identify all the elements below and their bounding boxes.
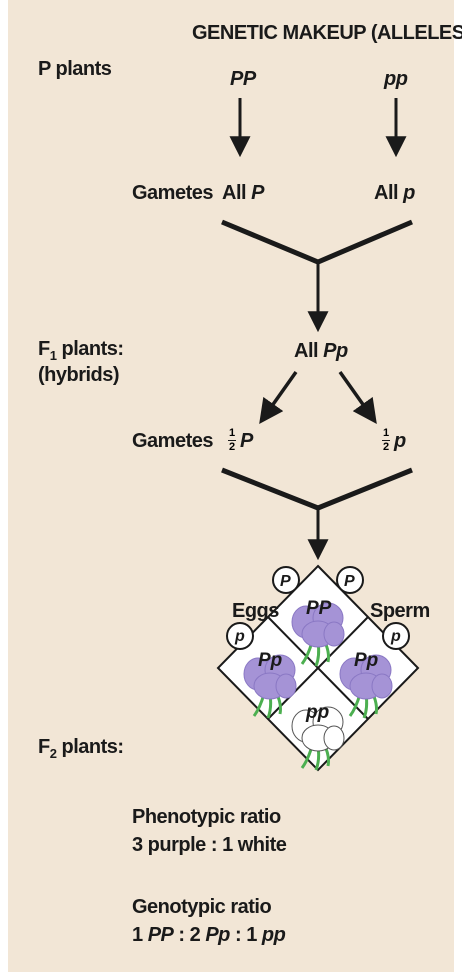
f1-left-gamete: P — [240, 430, 253, 453]
p-left-gamete: All P — [222, 182, 264, 205]
egg-allele-circle-1: P — [273, 567, 299, 593]
f1-plants-label: F1 plants: — [38, 338, 124, 363]
cell-right-label: Pp — [354, 650, 378, 671]
phenotypic-ratio-title: Phenotypic ratio — [132, 806, 281, 829]
f1-hybrids-label: (hybrids) — [38, 364, 119, 387]
eggs-label: Eggs — [232, 600, 279, 623]
svg-text:P: P — [344, 573, 355, 590]
cell-bottom-label: pp — [305, 702, 329, 723]
arrow-f1-right — [340, 372, 374, 420]
svg-text:p: p — [390, 628, 401, 645]
f2-plants-label: F2 plants: — [38, 736, 124, 761]
merge-lines-f1 — [222, 222, 412, 262]
f1-gametes-label: Gametes — [132, 430, 213, 453]
svg-text:p: p — [234, 628, 245, 645]
header-title: GENETIC MAKEUP (ALLELES) — [192, 22, 462, 45]
arrow-f1-left — [262, 372, 296, 420]
egg-allele-circle-2: p — [227, 623, 253, 649]
p-plants-label: P plants — [38, 58, 111, 81]
sperm-allele-circle-1: P — [337, 567, 363, 593]
svg-text:P: P — [280, 573, 291, 590]
p-gametes-label: Gametes — [132, 182, 213, 205]
p-right-gamete: All p — [374, 182, 415, 205]
p-right-genotype: pp — [384, 68, 407, 91]
p-left-genotype: PP — [230, 68, 256, 91]
cell-top-label: PP — [306, 598, 332, 619]
f1-genotype: All Pp — [294, 340, 348, 363]
merge-lines-f2 — [222, 470, 412, 508]
f1-right-gamete: p — [394, 430, 406, 453]
sperm-allele-circle-2: p — [383, 623, 409, 649]
sperm-label: Sperm — [370, 600, 430, 623]
genotypic-ratio-title: Genotypic ratio — [132, 896, 271, 919]
cell-left-label: Pp — [258, 650, 282, 671]
phenotypic-ratio-value: 3 purple : 1 white — [132, 834, 286, 857]
genotypic-ratio-value: 1 PP : 2 Pp : 1 pp — [132, 924, 285, 947]
